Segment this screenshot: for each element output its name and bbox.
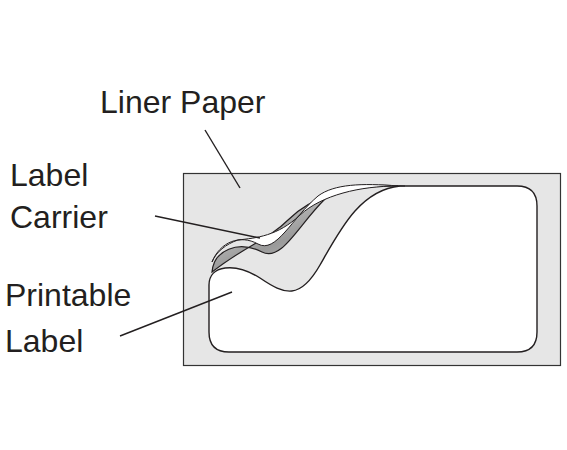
label-carrier bbox=[212, 185, 405, 272]
printable-label bbox=[209, 186, 537, 352]
leader-line bbox=[120, 292, 232, 336]
callout-label: Printable Label bbox=[5, 272, 165, 364]
leader-line bbox=[155, 216, 260, 238]
callout-label: Liner Paper bbox=[100, 82, 360, 122]
peeled-flap bbox=[212, 185, 398, 262]
liner-paper bbox=[184, 174, 561, 366]
callout-label: Label Carrier bbox=[10, 154, 150, 238]
leader-line bbox=[205, 130, 240, 188]
